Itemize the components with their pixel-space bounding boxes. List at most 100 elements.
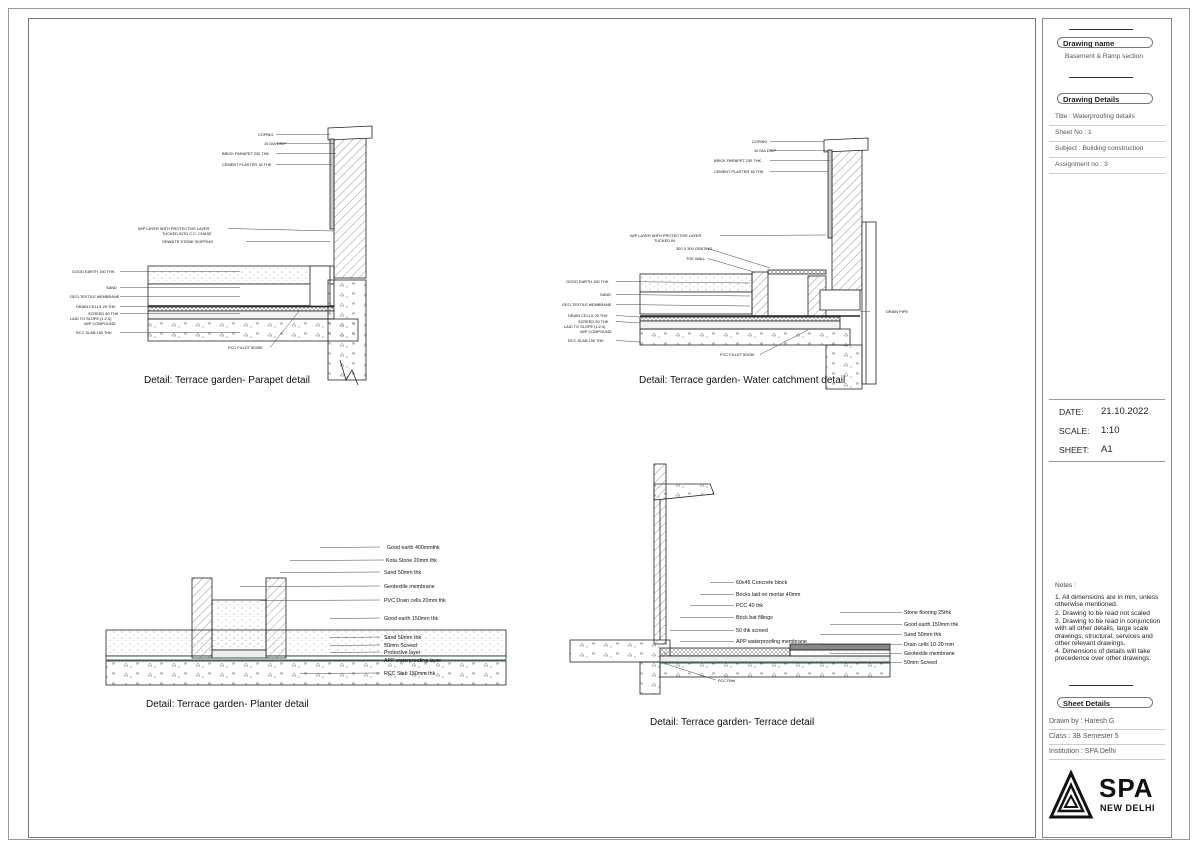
parapet-labels-label-15: PCC FILLET 50X50 — [228, 345, 263, 350]
water-labels-leader-10 — [615, 294, 751, 297]
terrace-labels-label-3: Brick bat fillings — [736, 615, 773, 621]
planter-labels-leader-5 — [329, 617, 381, 619]
parapet-labels-label-2: BRICK PARAPET 230 THK — [222, 151, 270, 156]
parapet-labels-label-6: GRANITE STONE SKIRTING — [162, 239, 213, 244]
drawing-name-value: Basement & Ramp section — [1065, 53, 1144, 60]
subject-field: Subject : Building construction — [1055, 145, 1144, 152]
planter-labels-leader-3 — [239, 585, 381, 587]
planter-labels-leader-10 — [299, 672, 381, 674]
water-labels-label-1: 10 DIA DRIP — [754, 148, 776, 153]
planter-labels-leader-2 — [279, 571, 381, 573]
institution-field: Institution : SPA Delhi — [1049, 748, 1116, 755]
water-labels-label-10: SAND — [600, 292, 611, 297]
terrace-caption: Detail: Terrace garden- Terrace detail — [650, 717, 815, 728]
drawing-area-border — [28, 18, 1036, 838]
terrace-labels-label-5: 50mm Screed — [904, 660, 937, 666]
water-labels-label-13: LAID TO SLOPE (1:2:4) — [564, 324, 606, 329]
title-block: Drawing name Basement & Ramp section Dra… — [1042, 18, 1172, 838]
planter-labels-leader-0 — [319, 546, 381, 548]
planter-labels-leader-4 — [259, 599, 381, 601]
parapet-labels-label-5: TUCKED INTO C.C. CHASE — [162, 231, 212, 236]
terrace-labels-label-4: Geotextile membrane — [904, 651, 955, 657]
water-labels-leader-12 — [615, 321, 641, 324]
planter-labels-leader-6 — [329, 636, 381, 638]
parapet-labels-label-11: SCREED 50 THK — [88, 311, 119, 316]
parapet-detail — [147, 125, 373, 386]
planter-labels-leader-1 — [289, 559, 385, 561]
parapet-labels-label-1: 10 DIA DRIP — [264, 141, 286, 146]
parapet-labels-label-0: COPING — [258, 132, 273, 137]
parapet-labels-label-14: RCC SLAB 150 THK — [76, 330, 112, 335]
water-labels-leader-15 — [615, 340, 641, 343]
note-2: 2. Drawing to be read not scaled — [1055, 610, 1150, 617]
terrace-labels-label-2: PCC 40 thk — [736, 603, 763, 609]
spa-logo-icon — [1048, 769, 1094, 819]
date-label: DATE: — [1059, 407, 1084, 417]
planter-labels-label-0: Good earth 400mmthk — [387, 545, 440, 551]
terrace-pcc-leader — [665, 663, 717, 681]
logo-subtext: NEW DELHI — [1100, 803, 1155, 813]
planter-labels-label-4: PVC Drain cells 20mm thk — [384, 598, 446, 604]
water-labels-label-6: 300 X 300 GRATING — [676, 246, 712, 251]
water-labels-label-5: TUCKED IN — [654, 238, 675, 243]
terrace-labels-label-0: Stone flooring 25thk — [904, 610, 951, 616]
parapet-labels-label-12: LAID TO SLOPE (1:2:4) — [70, 316, 112, 321]
terrace-labels-label-1: Good earth 150mm thk — [904, 622, 959, 628]
water-labels-label-2: BRICK PARAPET 230 THK — [714, 158, 762, 163]
water-labels-label-9: GEO-TEXTILE MEMBRANE — [562, 302, 612, 307]
parapet-labels-leader-4 — [227, 228, 335, 232]
outer-border — [8, 8, 1190, 840]
planter-labels-label-9: APP waterproofing layer — [384, 658, 441, 664]
water-labels-label-12: SCREED 50 THK — [578, 319, 609, 324]
planter-labels-label-5: Good earth 150mm thk — [384, 616, 439, 622]
water-labels-leader-9 — [615, 304, 751, 307]
water-labels-label-7: TOE WALL — [686, 256, 706, 261]
sheet-no-field: Sheet No : 1 — [1055, 129, 1092, 136]
planter-labels-label-8: Protective layer — [384, 650, 421, 656]
planter-labels-label-2: Sand 50mm thk — [384, 570, 421, 576]
planter-labels-label-7: 50mm Screed — [384, 643, 417, 649]
parapet-labels-label-7: GOOD EARTH 150 THK — [72, 269, 115, 274]
planter-labels-label-3: Geotextile membrane — [384, 584, 435, 590]
note-3: 3. Drawing to be read in conjunction wit… — [1055, 618, 1161, 647]
class-field: Class : 3B Semester 5 — [1049, 733, 1119, 740]
scale-label: SCALE: — [1059, 426, 1090, 436]
note-4: 4. Dimensions of details will take prece… — [1055, 648, 1152, 663]
date-value: 21.10.2022 — [1101, 406, 1149, 417]
parapet-labels-label-10: DRAIN CELLS 20 THK — [76, 304, 116, 309]
sheet-value: A1 — [1101, 444, 1113, 455]
scale-value: 1:10 — [1101, 425, 1120, 436]
water-labels-leader-8 — [615, 281, 751, 284]
terrace-labels-label-1: Bricks laid on mortar 40mm — [736, 592, 801, 598]
planter-labels-leader-8 — [329, 651, 381, 653]
parapet-labels-label-13: W/P COMPOUND — [84, 321, 116, 326]
planter-labels-label-6: Sand 50mm thk — [384, 635, 421, 641]
parapet-labels-label-8: SAND — [106, 285, 117, 290]
planter-labels-label-10: RCC Slab 150mm thk — [384, 671, 436, 677]
parapet-labels-leader-15 — [269, 309, 301, 348]
planter-labels-leader-7 — [329, 644, 381, 646]
title-field: Title : Waterproofing details — [1055, 113, 1135, 120]
sheet-details-label: Sheet Details — [1057, 697, 1153, 708]
water-labels-label-16: PCC FILLET 50X50 — [720, 352, 755, 357]
terrace-pcc-label: PCC Fillet — [718, 679, 736, 683]
drawn-by-field: Drawn by : Haresh G — [1049, 718, 1115, 725]
drawing-name-label: Drawing name — [1057, 37, 1153, 48]
planter-labels-label-1: Kota Stone 20mm thk — [386, 558, 437, 564]
water-labels-label-4: W/P LAYER WITH PROTECTIVE LAYER — [630, 233, 702, 238]
planter-caption: Detail: Terrace garden- Planter detail — [146, 699, 309, 710]
terrace-labels-label-0: 60x45 Concrete block — [736, 580, 788, 586]
terrace-labels-label-5: APP waterproofing membrane — [736, 639, 807, 645]
logo-text: SPA — [1099, 773, 1154, 803]
water-labels-leader-7 — [707, 258, 755, 273]
water-labels-label-8: GOOD EARTH 150 THK — [566, 279, 609, 284]
sheet-label: SHEET: — [1059, 445, 1090, 455]
planter-labels-leader-9 — [299, 659, 381, 661]
water-labels-label-15: RCC SLAB 150 THK — [568, 338, 604, 343]
